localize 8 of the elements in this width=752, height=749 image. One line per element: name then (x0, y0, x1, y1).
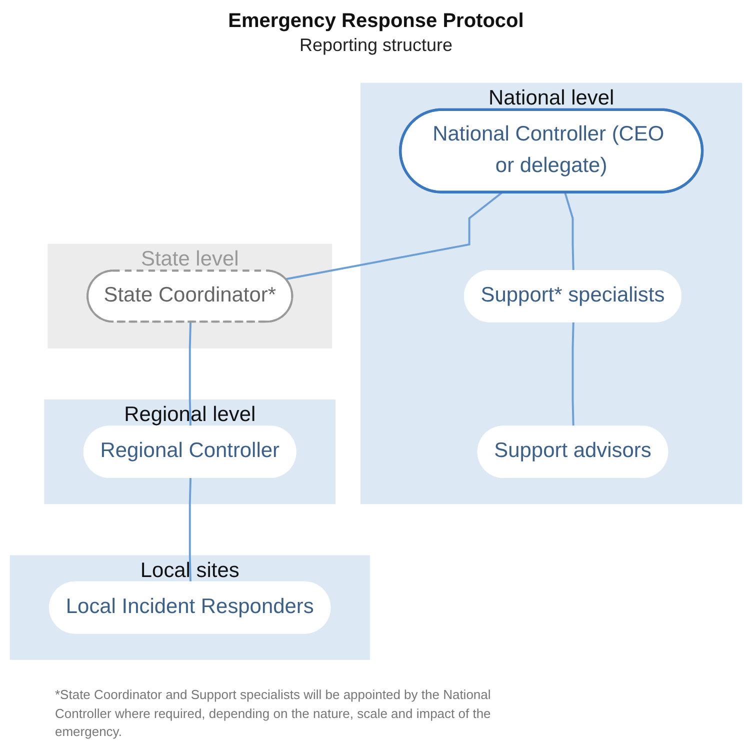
connector (188, 322, 192, 427)
diagram-title: Emergency Response Protocol (228, 10, 524, 33)
connector (572, 322, 574, 427)
connector (286, 192, 502, 280)
subtitle: Reporting structure (299, 35, 453, 56)
connector (564, 192, 574, 272)
footnote: *State Coordinator and Support specialists will be appointed by the National Controller where required, depending on the nature, scale and impact of the emergency. (55, 686, 492, 741)
connector (188, 478, 192, 583)
